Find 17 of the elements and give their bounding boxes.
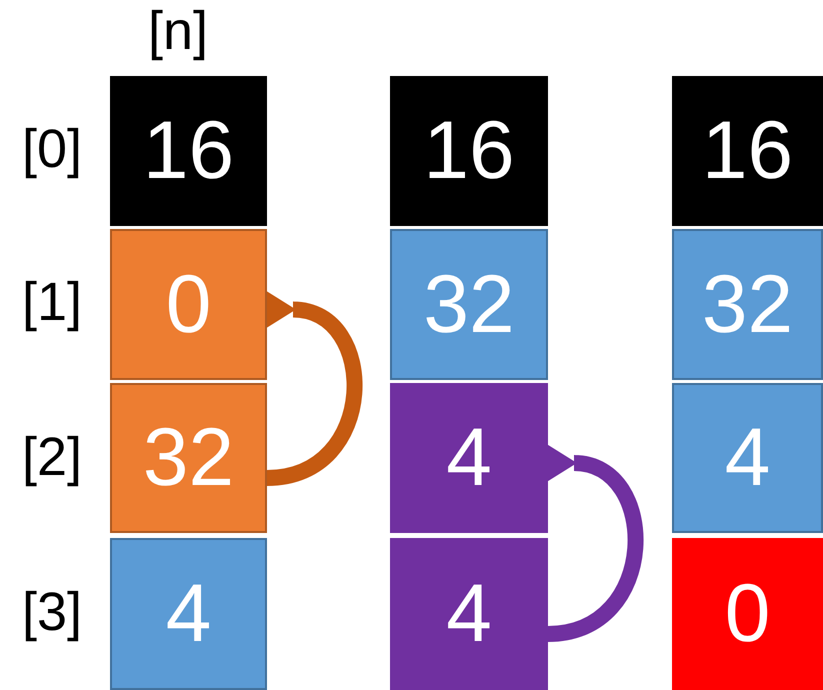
array-cell: 4 bbox=[390, 538, 548, 690]
array-cell: 4 bbox=[672, 383, 823, 533]
array-cell: 32 bbox=[110, 383, 267, 533]
index-label: [1] bbox=[22, 275, 82, 329]
array-cell: 32 bbox=[390, 229, 548, 380]
array-cell: 4 bbox=[390, 383, 548, 533]
array-cell: 16 bbox=[110, 76, 267, 226]
index-label: [n] bbox=[148, 4, 208, 58]
array-cell: 4 bbox=[110, 538, 267, 690]
array-cell: 16 bbox=[390, 76, 548, 226]
index-label: [3] bbox=[22, 585, 82, 639]
array-cell: 16 bbox=[672, 76, 823, 226]
array-cell: 0 bbox=[672, 538, 823, 690]
array-cell: 32 bbox=[672, 229, 823, 380]
index-label: [2] bbox=[22, 430, 82, 484]
array-cell: 0 bbox=[110, 229, 267, 380]
index-label: [0] bbox=[22, 122, 82, 176]
